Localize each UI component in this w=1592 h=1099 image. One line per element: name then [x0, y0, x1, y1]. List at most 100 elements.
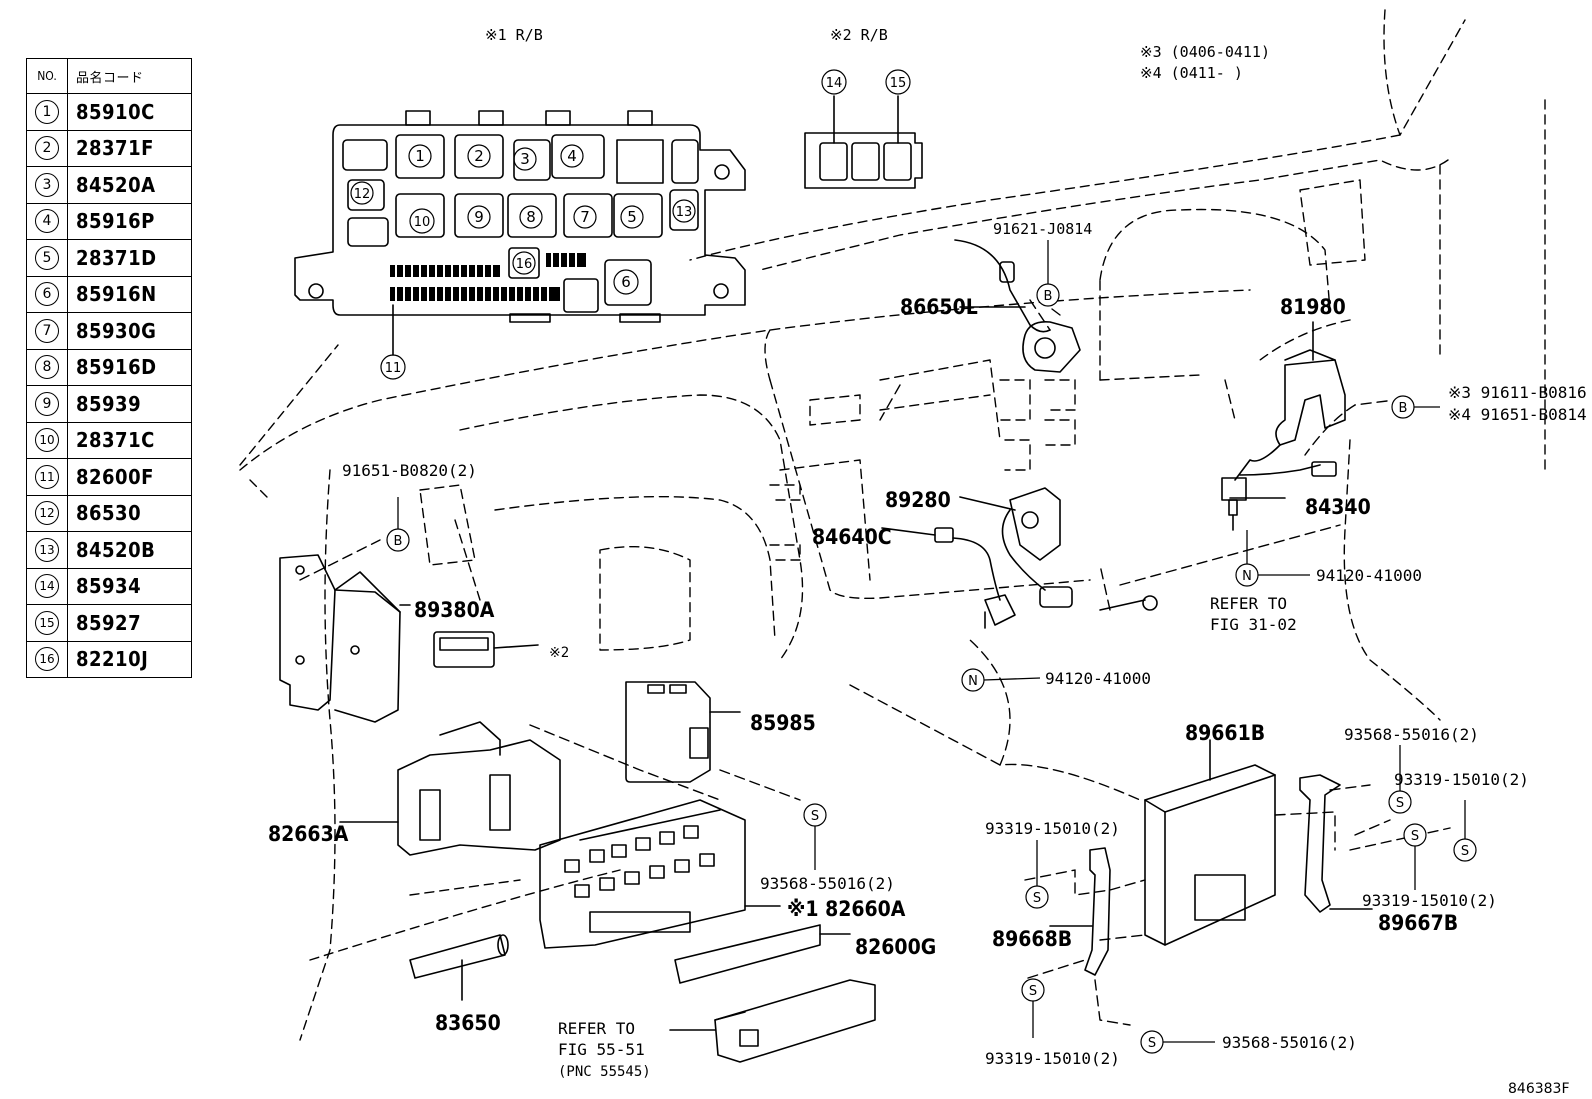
label-89668B: 89668B	[992, 927, 1072, 951]
label-86650L: 86650L	[900, 295, 978, 319]
callout-10: 10	[409, 208, 435, 234]
label-93568-a: 93568-55016(2)	[760, 874, 895, 893]
row-number-circle: 3	[35, 172, 59, 197]
label-82600G: 82600G	[855, 935, 936, 959]
label-94120-a: 94120-41000	[1316, 566, 1422, 585]
callout-2: 2	[467, 144, 491, 168]
row-part-code: 28371C	[67, 421, 192, 459]
row-number: 5	[26, 239, 68, 277]
callout-4: 4	[560, 144, 584, 168]
label-82660A: ※1 82660A	[787, 897, 906, 921]
row-number-circle: 15	[35, 610, 59, 635]
row-number-circle: 7	[35, 318, 59, 343]
svg-text:7: 7	[580, 208, 590, 226]
svg-text:1: 1	[415, 147, 425, 165]
label-93319-b: 93319-15010(2)	[985, 819, 1120, 838]
row-number-circle: 9	[35, 391, 59, 416]
leader-lines	[299, 299, 1451, 1026]
label-89661B: 89661B	[1185, 721, 1265, 745]
labels-parts: 86650L 81980 84340 89280 84640C 89380A 8…	[268, 295, 1458, 1035]
svg-text:3: 3	[520, 150, 530, 168]
marker-s-5: S	[1025, 885, 1049, 909]
callout-6: 6	[613, 269, 639, 295]
row-part-code: 28371D	[67, 239, 192, 277]
part-85985	[625, 681, 741, 783]
label-91651b: ※4 91651-B0814	[1448, 405, 1587, 424]
marker-s-4: S	[1453, 838, 1477, 862]
marker-b-2: B	[1391, 395, 1415, 419]
header-no: NO.	[26, 58, 68, 94]
marker-b-3: B	[386, 528, 410, 552]
label-93319-c: 93319-15010(2)	[1362, 891, 1497, 910]
row-part-code: 85910C	[67, 93, 192, 131]
callout-5: 5	[620, 205, 644, 229]
marker-s-6: S	[1021, 978, 1045, 1002]
label-note4: ※4 (0411- )	[1140, 64, 1243, 82]
svg-text:S: S	[1148, 1036, 1156, 1051]
marker-s-3: S	[1403, 823, 1427, 847]
svg-text:8: 8	[526, 208, 536, 226]
marker-n-2: N	[961, 668, 985, 692]
figure-number: 846383F	[1508, 1081, 1570, 1097]
svg-text:S: S	[1033, 891, 1041, 906]
row-number: 8	[26, 348, 68, 386]
svg-text:N: N	[968, 674, 978, 689]
svg-text:9: 9	[474, 208, 484, 226]
row-number-circle: 14	[35, 574, 59, 599]
labels-small: ※1 R/B ※2 R/B ※3 (0406-0411) ※4 (0411- )…	[342, 26, 1587, 1097]
label-83650: 83650	[435, 1011, 501, 1035]
row-number: 15	[26, 604, 68, 642]
callout-15: 15	[885, 69, 911, 95]
callout-7: 7	[573, 205, 597, 229]
label-star2: ※2	[549, 645, 569, 661]
header-code: 品名コード	[67, 58, 192, 94]
svg-text:S: S	[1029, 984, 1037, 999]
svg-text:13: 13	[676, 205, 693, 220]
label-refer2a: REFER TO	[558, 1019, 635, 1038]
part-81980	[1221, 321, 1346, 531]
part-55545	[669, 979, 876, 1063]
svg-text:10: 10	[414, 215, 431, 230]
row-part-code: 86530	[67, 494, 192, 532]
label-89380A: 89380A	[414, 598, 495, 622]
label-rb2: ※2 R/B	[830, 26, 888, 44]
row-part-code: 85939	[67, 385, 192, 423]
callout-3: 3	[513, 147, 537, 171]
svg-text:N: N	[1242, 569, 1252, 584]
row-number-circle: 5	[35, 245, 59, 270]
label-84340: 84340	[1305, 495, 1371, 519]
row-part-code: 82210J	[67, 640, 192, 678]
row-part-code: 85916N	[67, 275, 192, 313]
svg-text:12: 12	[354, 187, 371, 202]
callout-9: 9	[467, 205, 491, 229]
row-number-circle: 1	[35, 99, 59, 124]
svg-text:5: 5	[627, 208, 637, 226]
part-89668B	[1049, 847, 1111, 976]
svg-text:B: B	[1044, 289, 1053, 304]
part-89280	[959, 487, 1073, 608]
callout-13: 13	[672, 199, 696, 223]
row-part-code: 85916D	[67, 348, 192, 386]
label-93568-c: 93568-55016(2)	[1222, 1033, 1357, 1052]
label-refer1b: FIG 31-02	[1210, 615, 1297, 634]
label-note3: ※3 (0406-0411)	[1140, 43, 1270, 61]
row-number-circle: 4	[35, 209, 59, 234]
callout-12: 12	[350, 181, 374, 205]
row-part-code: 28371F	[67, 129, 192, 167]
svg-text:S: S	[811, 809, 819, 824]
part-82660A	[539, 799, 781, 949]
svg-text:2: 2	[474, 147, 484, 165]
row-number: 12	[26, 494, 68, 532]
svg-text:11: 11	[385, 361, 402, 376]
part-82600G	[674, 924, 851, 984]
table-header: NO. 品名コード	[26, 58, 192, 94]
dashboard-outline	[239, 9, 1546, 1041]
